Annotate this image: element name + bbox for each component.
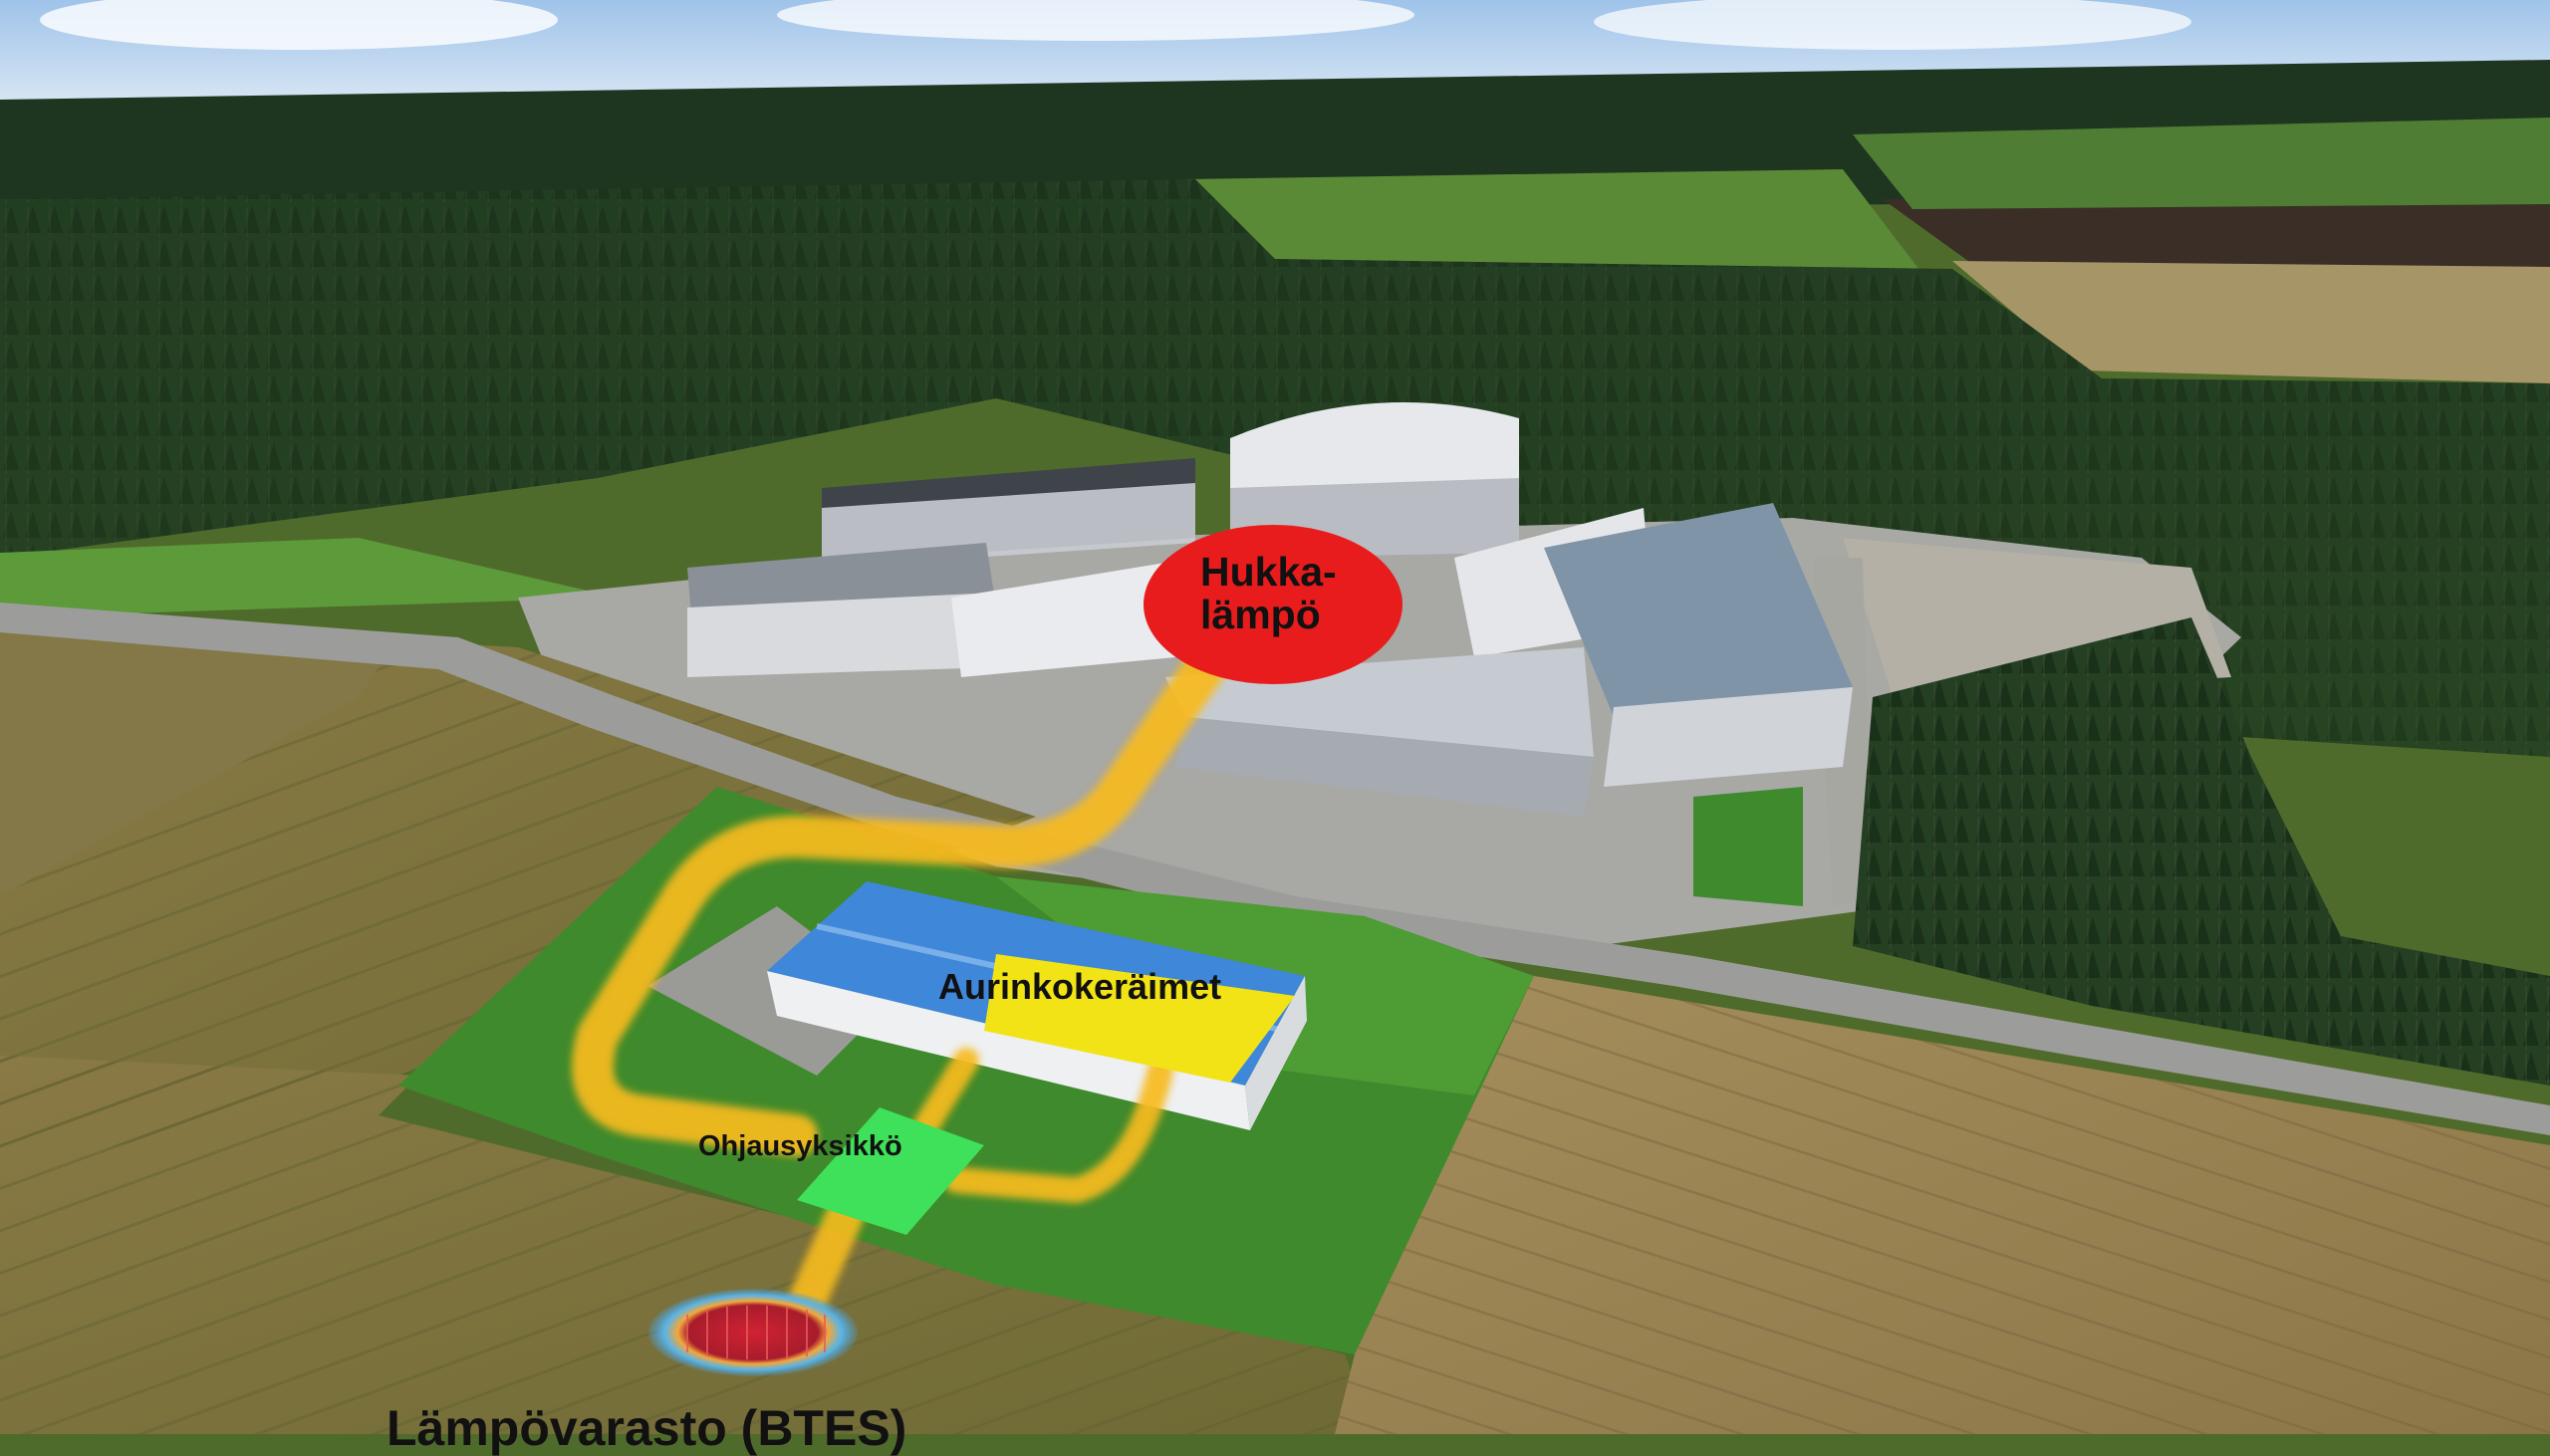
building-end-wall <box>1245 976 1307 1130</box>
blue-grey-wall <box>1604 687 1853 787</box>
far-green-field <box>1185 169 1922 274</box>
grey-wall-left <box>687 593 996 677</box>
solar-collectors-label: Aurinkokeräimet <box>938 966 1222 1007</box>
cloud <box>777 0 1414 41</box>
cloud <box>1594 0 2191 50</box>
control-unit-label: Ohjausyksikkö <box>698 1130 902 1162</box>
dark-hall-wall <box>822 483 1195 568</box>
heat-pipe-main <box>572 646 1226 1156</box>
waste-heat-label: Hukka- lämpö <box>1200 549 1337 638</box>
meadow <box>0 538 618 617</box>
heat-storage-label: Lämpövarasto (BTES) <box>386 1400 907 1456</box>
control-unit-marker <box>797 1107 984 1235</box>
heat-pipe-solar-feed <box>913 1048 979 1138</box>
far-pale-field <box>1952 261 2550 383</box>
heat-storage-marker <box>648 1289 858 1376</box>
waste-heat-label-line2: lämpö <box>1200 592 1321 638</box>
waste-heat-label-line1: Hukka- <box>1200 549 1337 595</box>
left-field-top <box>0 607 398 896</box>
long-hall-wall <box>1175 717 1594 817</box>
far-dark-field <box>1883 199 2550 271</box>
heat-pipe-solar-return <box>943 1058 1173 1204</box>
cloud <box>40 0 558 50</box>
white-roof-center <box>951 563 1175 677</box>
right-tree-cluster <box>1853 617 2550 1086</box>
blue-grey-roof <box>1544 503 1853 717</box>
green-patch <box>1693 787 1803 906</box>
right-field-furrows <box>1335 976 2550 1434</box>
factory-complex <box>687 402 1853 817</box>
left-field-lower-furrows <box>0 1056 1375 1434</box>
far-green-strip <box>1853 118 2550 209</box>
arched-hall-roof <box>1230 402 1519 498</box>
waste-heat-marker <box>1144 525 1402 684</box>
storage-probe-lines <box>686 1306 826 1359</box>
solar-collector-marker <box>984 954 1295 1083</box>
road <box>0 603 2550 1135</box>
building-wall <box>767 971 1250 1130</box>
